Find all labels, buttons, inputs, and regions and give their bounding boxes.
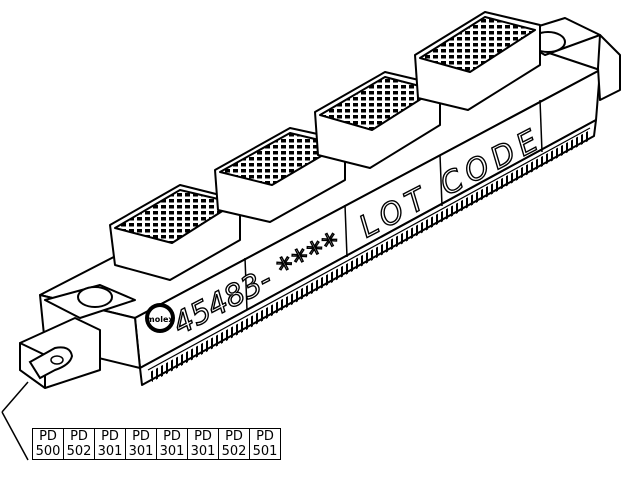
left-mount-hole <box>77 286 113 308</box>
molex-logo: molex <box>145 303 175 333</box>
pin-label-prefix: PD <box>132 429 150 444</box>
pin-label-prefix: PD <box>101 429 119 444</box>
leader-lines <box>1 381 29 461</box>
left-slot <box>28 346 74 380</box>
pin-label-code: 301 <box>97 444 123 459</box>
pin-label-prefix: PD <box>225 429 243 444</box>
housing-1 <box>109 184 241 281</box>
pin-label-prefix: PD <box>70 429 88 444</box>
connector-pins <box>147 127 591 382</box>
pin-label-code: 500 <box>35 444 61 459</box>
segment-dividers <box>244 99 543 311</box>
pin-label-code: 301 <box>128 444 154 459</box>
pin-label-code: 301 <box>159 444 185 459</box>
housing-3 <box>314 71 441 169</box>
pin-label-code: 502 <box>221 444 247 459</box>
svg-text:molex: molex <box>146 315 174 324</box>
pin-label-code: 501 <box>252 444 278 459</box>
pin-label-code: 301 <box>190 444 216 459</box>
pin-label-prefix: PD <box>163 429 181 444</box>
pin-label-prefix: PD <box>256 429 274 444</box>
left-slot-hole <box>50 355 64 365</box>
housing-2 <box>214 127 346 223</box>
connector-body <box>39 44 601 386</box>
housing-4 <box>414 11 541 111</box>
pin-label-prefix: PD <box>39 429 57 444</box>
pin-label-code: 502 <box>66 444 92 459</box>
pin-label-prefix: PD <box>194 429 212 444</box>
